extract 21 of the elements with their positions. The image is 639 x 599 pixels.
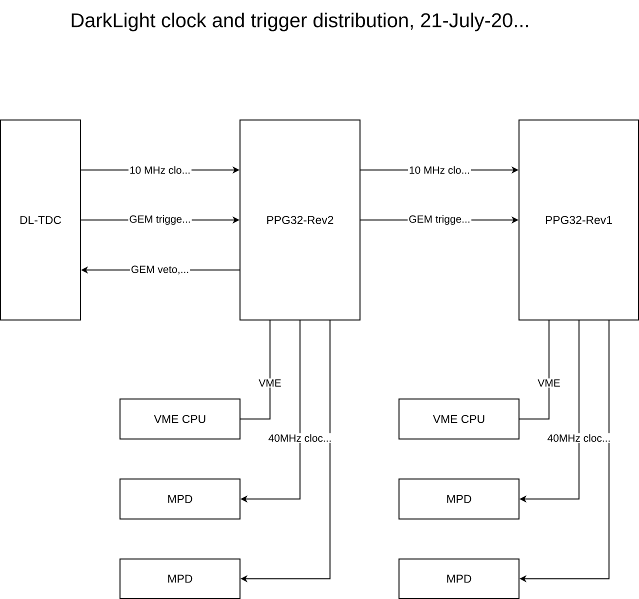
- edge-label: VME: [258, 378, 282, 388]
- edge-label: 40MHz cloc...: [546, 433, 612, 443]
- block: MPD: [120, 558, 240, 599]
- block: MPD: [120, 478, 240, 520]
- block: PPG32-Rev1: [518, 120, 639, 320]
- edge-label: GEM veto,...: [130, 264, 190, 276]
- block: PPG32-Rev2: [240, 120, 360, 320]
- edge-label: 10 MHz clo...: [408, 165, 472, 175]
- edge-label: 10 MHz clo...: [128, 165, 192, 175]
- edge-label: 40MHz cloc...: [267, 433, 333, 443]
- edge-label: GEM trigge...: [128, 214, 192, 226]
- block: MPD: [398, 558, 520, 599]
- edge-label: VME: [536, 378, 562, 388]
- block: VME CPU: [398, 398, 520, 440]
- connector-line: [519, 320, 550, 420]
- connector-line: [240, 320, 270, 420]
- block: MPD: [398, 478, 520, 520]
- edge-label: GEM trigge...: [408, 214, 472, 226]
- block: DL-TDC: [0, 120, 81, 320]
- title: DarkLight clock and trigger distribution, 21-July-20...: [72, 12, 528, 32]
- block: VME CPU: [120, 398, 240, 440]
